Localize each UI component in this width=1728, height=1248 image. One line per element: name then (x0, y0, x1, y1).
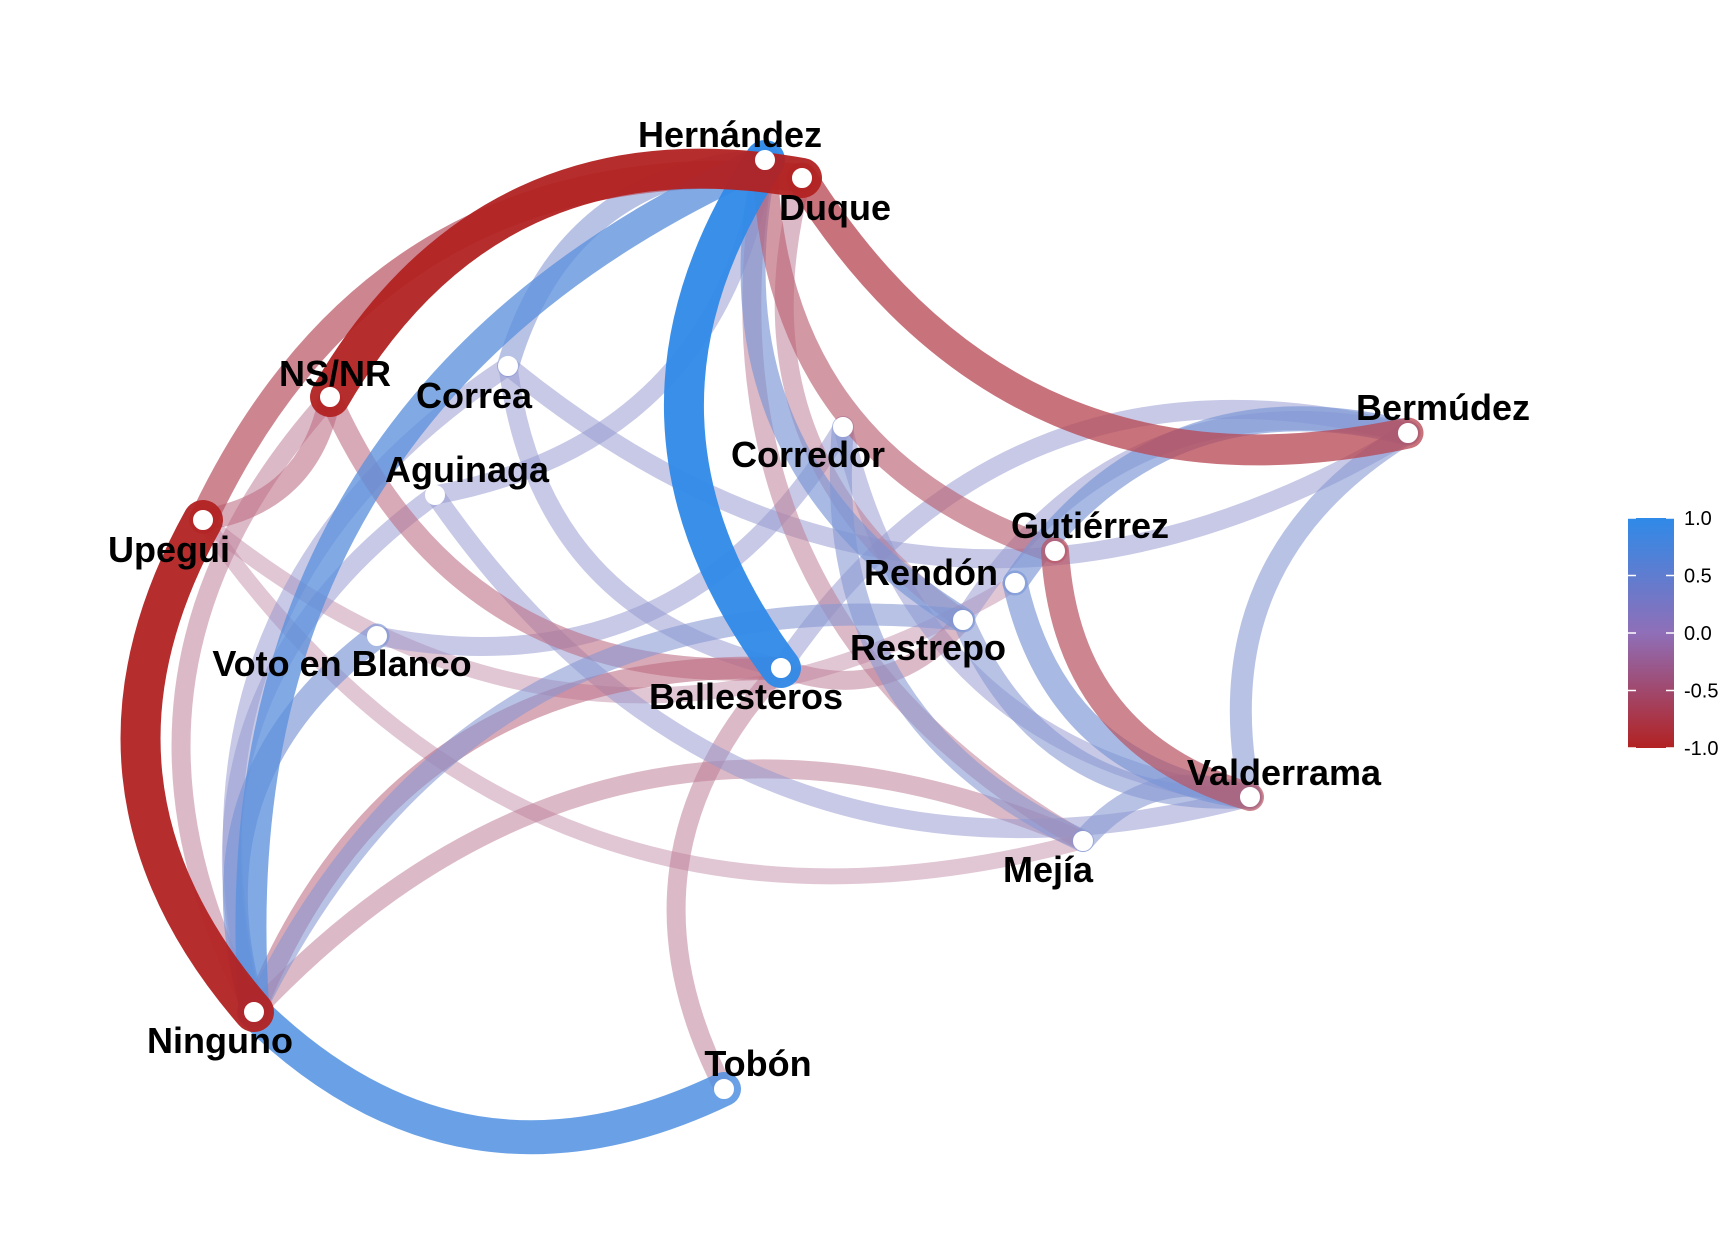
edge-Gutiérrez-Valderrama (1041, 537, 1264, 811)
edge-Mejía-Ninguno (244, 759, 1093, 1022)
node-label-Restrepo: Restrepo (850, 627, 1006, 668)
legend-tick-label: -0.5 (1684, 681, 1718, 703)
node-Upegui (193, 510, 213, 530)
node-Mejía (1073, 831, 1093, 851)
node-Tobón (714, 1079, 734, 1099)
node-label-Correa: Correa (416, 375, 533, 416)
edge-Ninguno-Tobón (237, 995, 741, 1155)
node-label-Mejía: Mejía (1003, 849, 1094, 890)
node-label-Corredor: Corredor (731, 434, 885, 475)
edge-Duque-Bermúdez (786, 162, 1424, 466)
node-label-Gutiérrez: Gutiérrez (1011, 505, 1169, 546)
edge-Restrepo-Ninguno (243, 603, 974, 1023)
node-label-Valderrama: Valderrama (1187, 752, 1382, 793)
node-Restrepo (953, 610, 973, 630)
edge-Ballesteros-Tobón (666, 658, 791, 1099)
node-Corredor (833, 417, 853, 437)
edge-Correa-Ballesteros (498, 356, 791, 678)
edges-layer (120, 140, 1424, 1155)
node-label-Ninguno: Ninguno (147, 1020, 293, 1061)
node-label-Aguinaga: Aguinaga (385, 449, 550, 490)
node-NS/NR (320, 387, 340, 407)
edge-Hernández-Ninguno (235, 144, 781, 1028)
legend-tick-label: 1.0 (1684, 508, 1712, 530)
nodes-layer (193, 150, 1418, 1099)
edge-NS/NR-Ninguno (171, 387, 340, 1022)
legend-tick-label: -1.0 (1684, 738, 1718, 760)
node-label-Rendón: Rendón (864, 552, 998, 593)
node-label-Hernández: Hernández (638, 114, 822, 155)
node-label-Ballesteros: Ballesteros (649, 676, 843, 717)
edge-Duque-NS/NR (310, 148, 822, 417)
color-legend: 1.0 0.5 0.0 -0.5 -1.0 (1628, 508, 1718, 760)
edge-Upegui-Ninguno (120, 500, 274, 1032)
node-Valderrama (1240, 787, 1260, 807)
edge-Hernández-Ballesteros (663, 140, 801, 688)
node-Voto en Blanco (367, 626, 387, 646)
node-Bermúdez (1398, 423, 1418, 443)
legend-ticks: 1.0 0.5 0.0 -0.5 -1.0 (1628, 508, 1718, 760)
edge-Hernández-Gutiérrez (752, 147, 1068, 564)
edge-Upegui-NS/NR (192, 386, 341, 531)
legend-tick-label: 0.0 (1684, 623, 1712, 645)
node-label-NS/NR: NS/NR (279, 353, 391, 394)
node-label-Upegui: Upegui (108, 529, 230, 570)
node-Ballesteros (771, 658, 791, 678)
node-Aguinaga (425, 485, 445, 505)
node-label-Bermúdez: Bermúdez (1356, 387, 1530, 428)
node-label-Duque: Duque (779, 187, 891, 228)
node-Duque (792, 168, 812, 188)
node-Ninguno (244, 1002, 264, 1022)
node-Correa (498, 356, 518, 376)
node-Gutiérrez (1045, 541, 1065, 561)
edge-Ballesteros-Ninguno (243, 656, 792, 1023)
edge-Bermúdez-Valderrama (1229, 422, 1419, 808)
edge-Correa-Bermúdez (498, 356, 1418, 569)
node-Rendón (1005, 573, 1025, 593)
node-Hernández (755, 150, 775, 170)
edge-Hernández-Restrepo (740, 147, 976, 633)
legend-tick-label: 0.5 (1684, 566, 1712, 588)
node-label-Tobón: Tobón (704, 1043, 811, 1084)
node-label-Voto en Blanco: Voto en Blanco (212, 643, 471, 684)
